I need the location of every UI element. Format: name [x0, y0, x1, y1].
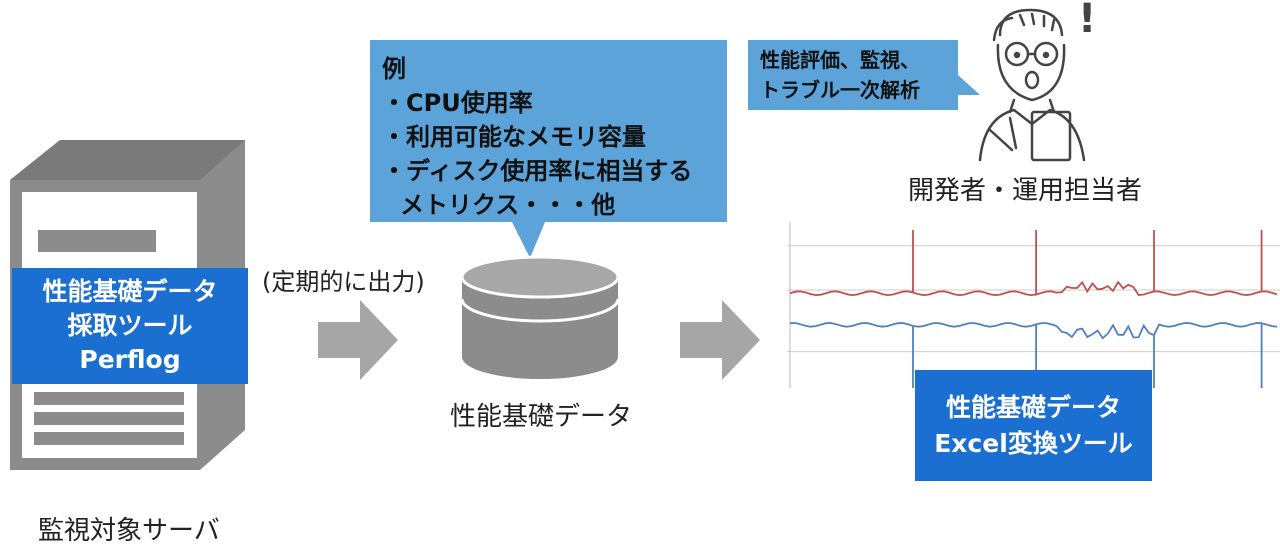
bubble-line: 性能評価、監視、 — [760, 48, 920, 72]
server-slot — [38, 230, 156, 252]
chart-series-line — [789, 322, 1278, 388]
speech-bubble-text: 性能評価、監視、 トラブル一次解析 — [760, 45, 970, 105]
right-arrow-icon — [318, 300, 398, 380]
database-icon — [460, 255, 620, 379]
example-callout — [370, 40, 727, 258]
exclamation-mark: ! — [1078, 0, 1096, 42]
collector-tool-line: 性能基礎データ — [42, 277, 218, 306]
collector-tool-line: Perflog — [79, 345, 181, 374]
server-slot — [34, 432, 184, 445]
collector-tool-line: 採取ツール — [67, 311, 193, 340]
database-caption: 性能基礎データ — [450, 402, 633, 432]
chart-series-line — [789, 230, 1278, 297]
speech-bubble — [748, 40, 980, 110]
callout-item: メトリクス・・・他 — [400, 191, 616, 219]
chart-series-group — [789, 230, 1278, 388]
excel-tool-label: 性能基礎データ Excel変換ツール — [915, 370, 1152, 481]
chart-gridlines — [787, 222, 1280, 388]
example-callout-text: 例 ・CPU使用率 ・利用可能なメモリ容量 ・ディスク使用率に相当する メトリク… — [382, 52, 722, 222]
callout-item: ・ディスク使用率に相当する — [382, 157, 693, 185]
performance-chart — [787, 222, 1280, 388]
collector-tool-label: 性能基礎データ 採取ツール Perflog — [12, 268, 248, 384]
bubble-line: トラブル一次解析 — [760, 78, 920, 102]
callout-heading: 例 — [382, 55, 406, 83]
excel-tool-line: Excel変換ツール — [934, 428, 1133, 458]
right-arrow-icon — [680, 300, 760, 380]
analyst-caption: 開発者・運用担当者 — [908, 176, 1143, 206]
output-label: (定期的に出力) — [262, 268, 425, 296]
server-slot — [34, 412, 184, 425]
server-slot — [34, 392, 184, 405]
excel-tool-line: 性能基礎データ — [945, 392, 1121, 422]
server-icon — [10, 140, 245, 470]
analyst-person-icon: ! — [978, 0, 1096, 162]
server-caption: 監視対象サーバ — [38, 516, 220, 546]
callout-item: ・利用可能なメモリ容量 — [382, 123, 646, 151]
callout-item: ・CPU使用率 — [382, 89, 533, 117]
